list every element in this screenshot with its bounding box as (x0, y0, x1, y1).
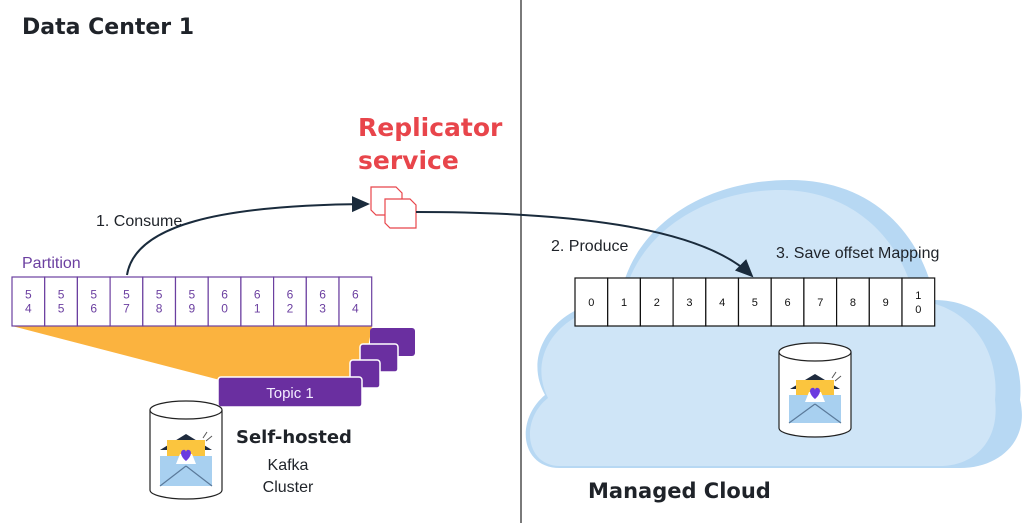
cluster-label: Cluster (263, 479, 314, 496)
offset-digit: 5 (189, 288, 196, 302)
partition-cell: 62 (273, 276, 307, 327)
offset-digit: 6 (254, 288, 261, 302)
offset-digit: 4 (25, 302, 32, 316)
self-hosted-kafka-cylinder-icon (149, 400, 223, 500)
offset-label: 7 (817, 297, 823, 309)
offset-label: 5 (752, 297, 758, 309)
partition-cell: 55 (44, 276, 79, 327)
partition-cell: 2 (639, 277, 674, 327)
offset-digit: 6 (319, 288, 326, 302)
offset-label: 3 (686, 297, 692, 309)
partition-cell: 10 (901, 277, 936, 327)
offset-digit: 5 (25, 288, 32, 302)
partition-cell: 3 (672, 277, 707, 327)
consume-label: 1. Consume (96, 213, 182, 230)
topic-1-label: Topic 1 (266, 385, 314, 402)
data-center-title: Data Center 1 (22, 15, 194, 40)
topic-stack (217, 328, 415, 408)
partition-cell: 63 (305, 276, 340, 327)
partition-cell: 57 (109, 276, 144, 327)
topic-1-tab (217, 376, 363, 408)
partition-cell: 6 (770, 277, 805, 327)
offset-label: 9 (883, 297, 889, 309)
partition-cell: 54 (11, 276, 46, 327)
managed-cloud-title: Managed Cloud (588, 479, 771, 503)
partition-cell: 8 (835, 277, 870, 327)
offset-digit: 6 (287, 288, 294, 302)
partition-cell: 9 (868, 277, 903, 327)
partition-cell: 4 (705, 277, 740, 327)
offset-label: 4 (719, 297, 725, 309)
offset-digit: 6 (352, 288, 359, 302)
partition-cell: 59 (174, 276, 209, 327)
offset-label: 2 (654, 297, 660, 309)
offset-label: 0 (588, 297, 594, 309)
offset-label: 1 (621, 297, 627, 309)
offset-digit: 5 (58, 302, 65, 316)
save-offset-mapping-label: 3. Save offset Mapping (776, 245, 939, 262)
offset-digit: 5 (123, 288, 130, 302)
offset-digit: 0 (915, 304, 921, 316)
partition-cell: 5 (737, 277, 772, 327)
partition-cell: 56 (76, 276, 111, 327)
offset-digit: 8 (156, 302, 163, 316)
offset-digit: 5 (90, 288, 97, 302)
offset-digit: 2 (287, 302, 294, 316)
consume-arrow (126, 196, 370, 276)
offset-digit: 9 (189, 302, 196, 316)
offset-digit: 1 (915, 290, 921, 302)
offset-digit: 4 (352, 302, 359, 316)
produce-label: 2. Produce (551, 238, 628, 255)
partition-label: Partition (22, 255, 81, 272)
mail-heart-icon (159, 431, 213, 487)
offset-digit: 5 (58, 288, 65, 302)
partition-cell: 60 (207, 276, 242, 327)
offset-label: 6 (784, 297, 790, 309)
partition-cell: 7 (803, 277, 838, 327)
partition-cell: 58 (142, 276, 177, 327)
partition-cell: 1 (607, 277, 642, 327)
mail-heart-icon (788, 371, 842, 424)
offset-digit: 6 (90, 302, 97, 316)
replicator-title-line1: Replicator (358, 113, 503, 142)
partition-cell: 61 (240, 276, 275, 327)
offset-digit: 7 (123, 302, 130, 316)
self-hosted-title: Self-hosted (236, 427, 352, 448)
partition-cell: 0 (574, 277, 609, 327)
partition-fan (12, 326, 372, 380)
replicator-instances-icon (370, 186, 417, 229)
replicator-title-line2: service (358, 146, 459, 175)
offset-digit: 0 (221, 302, 228, 316)
offset-digit: 3 (319, 302, 326, 316)
managed-kafka-cylinder-icon (778, 342, 852, 438)
produce-arrow (415, 211, 754, 278)
kafka-label: Kafka (268, 457, 309, 474)
offset-label: 8 (850, 297, 856, 309)
offset-digit: 5 (156, 288, 163, 302)
offset-digit: 6 (221, 288, 228, 302)
offset-digit: 1 (254, 302, 261, 316)
partition-cell: 64 (338, 276, 373, 327)
